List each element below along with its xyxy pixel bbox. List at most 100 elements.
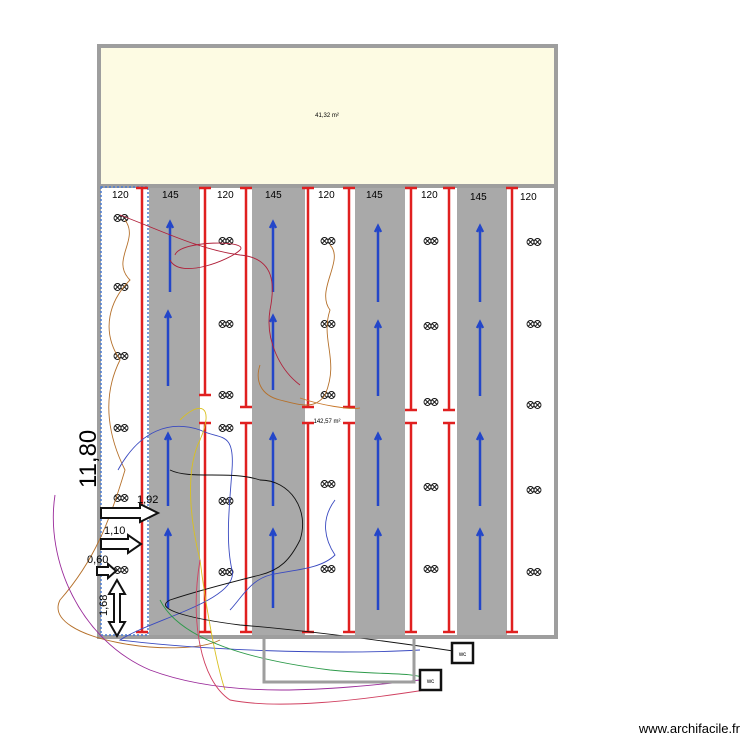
light-cross <box>424 399 438 405</box>
watermark: www.archifacile.fr <box>638 721 740 736</box>
light-fixture-icon <box>113 283 129 291</box>
light-circle <box>120 494 129 502</box>
light-fixture-icon <box>320 480 336 488</box>
dimension-arrows <box>96 502 161 639</box>
total-height-dimension: 11,80 <box>75 430 102 488</box>
blue-lines <box>163 219 485 610</box>
light-cross <box>321 481 335 487</box>
blue-arrow-head <box>475 431 485 441</box>
light-fixture-icon <box>320 237 336 245</box>
grey-strip-3 <box>355 188 405 635</box>
wire-red-1 <box>119 214 301 386</box>
light-fixture-icon <box>320 565 336 573</box>
strip-width-labels: 120 145 120 145 120 145 120 145 120 <box>112 190 537 203</box>
blue-arrow-head <box>373 431 383 441</box>
main-room-area-label: 142,57 m² <box>313 419 340 425</box>
light-cross <box>527 239 541 245</box>
blue-arrow-head <box>475 223 485 233</box>
light-fixture-icon <box>320 320 336 328</box>
light-fixture-icon <box>113 214 129 222</box>
blue-arrow-head <box>268 313 278 323</box>
wc-label-2: wc <box>426 679 434 685</box>
light-cross <box>321 238 335 244</box>
light-fixture-icon <box>526 401 542 409</box>
wire-blue-2 <box>229 499 336 611</box>
grey-strip-1 <box>149 188 200 635</box>
light-cross <box>424 238 438 244</box>
light-cross <box>114 567 128 573</box>
light-fixture-icon <box>423 322 439 330</box>
light-cross <box>114 215 128 221</box>
strip-label-9: 120 <box>520 192 537 203</box>
light-cross <box>424 484 438 490</box>
red-rack <box>405 186 417 412</box>
wire-orange <box>299 397 361 409</box>
blue-arrow-head <box>268 431 278 441</box>
light-fixture-icon <box>526 320 542 328</box>
blue-arrow-head <box>373 319 383 329</box>
light-circle <box>430 565 439 573</box>
light-circle <box>327 391 336 399</box>
light-circle <box>533 401 542 409</box>
light-circle <box>225 320 234 328</box>
light-circle <box>120 424 129 432</box>
light-circle <box>225 568 234 576</box>
light-fixture-icon <box>113 424 129 432</box>
strip-label-6: 145 <box>366 190 383 201</box>
wire-green <box>159 599 426 679</box>
light-circle <box>533 320 542 328</box>
red-rack <box>302 186 314 409</box>
light-cross <box>114 284 128 290</box>
light-cross <box>114 425 128 431</box>
dim-label-1-68: 1,68 <box>98 595 110 616</box>
light-circle <box>533 568 542 576</box>
red-rack <box>240 421 252 634</box>
small-room[interactable] <box>262 635 416 684</box>
light-cross <box>321 321 335 327</box>
arrow-1-92 <box>100 502 161 524</box>
red-rack <box>343 186 355 409</box>
red-rack <box>240 186 252 409</box>
wiring <box>52 214 461 705</box>
light-cross <box>527 569 541 575</box>
strip-label-7: 120 <box>421 190 438 201</box>
blue-arrow-head <box>373 527 383 537</box>
light-cross <box>219 569 233 575</box>
light-circle <box>430 237 439 245</box>
dim-label-0-60: 0,60 <box>87 554 108 566</box>
light-fixture-icon <box>218 237 234 245</box>
wc-box-2 <box>418 668 443 692</box>
wc-box-1 <box>450 641 475 665</box>
wire-black <box>165 469 461 653</box>
blue-arrow-head <box>163 309 173 319</box>
wire-yellow <box>179 407 226 691</box>
arrow-0-60 <box>96 561 118 581</box>
light-cross <box>424 323 438 329</box>
light-fixture-icon <box>526 568 542 576</box>
blue-arrow-head <box>268 527 278 537</box>
wire-purple <box>52 494 421 691</box>
blue-arrow-head <box>163 431 173 441</box>
top-room[interactable] <box>97 44 558 188</box>
light-fixture-icon <box>423 565 439 573</box>
red-rack <box>506 186 518 634</box>
light-fixtures <box>113 214 542 576</box>
light-fixture-icon <box>423 483 439 491</box>
light-cross <box>321 566 335 572</box>
light-fixture-icon <box>218 320 234 328</box>
blue-arrow-head <box>373 223 383 233</box>
light-cross <box>219 425 233 431</box>
red-rack <box>443 421 455 634</box>
strip-label-1: 120 <box>112 190 129 201</box>
red-rack <box>443 186 455 412</box>
blue-arrow-head <box>475 319 485 329</box>
blue-arrow-head <box>268 219 278 229</box>
light-circle <box>327 320 336 328</box>
wc-symbols: wc wc <box>418 641 475 692</box>
light-fixture-icon <box>218 424 234 432</box>
light-cross <box>527 402 541 408</box>
light-cross <box>219 498 233 504</box>
light-circle <box>225 424 234 432</box>
light-circle <box>327 237 336 245</box>
